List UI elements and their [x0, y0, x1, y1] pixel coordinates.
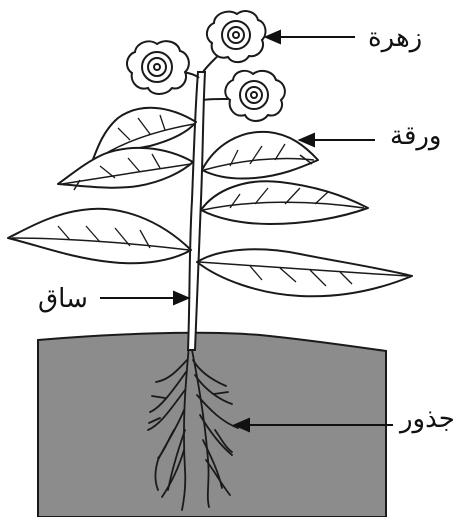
flower-left — [127, 41, 189, 94]
label-stem: ساق — [38, 286, 88, 312]
label-roots: جذور — [400, 406, 455, 432]
leaf-right-middle — [201, 181, 368, 224]
leaf-left-lower — [8, 209, 191, 264]
leaf-left-middle — [58, 148, 193, 190]
label-leaf: ورقة — [390, 123, 441, 149]
leaf-right-lower — [197, 249, 412, 296]
flower-top — [207, 11, 266, 62]
flower-right — [225, 71, 285, 121]
label-flower: زهرة — [368, 25, 422, 51]
